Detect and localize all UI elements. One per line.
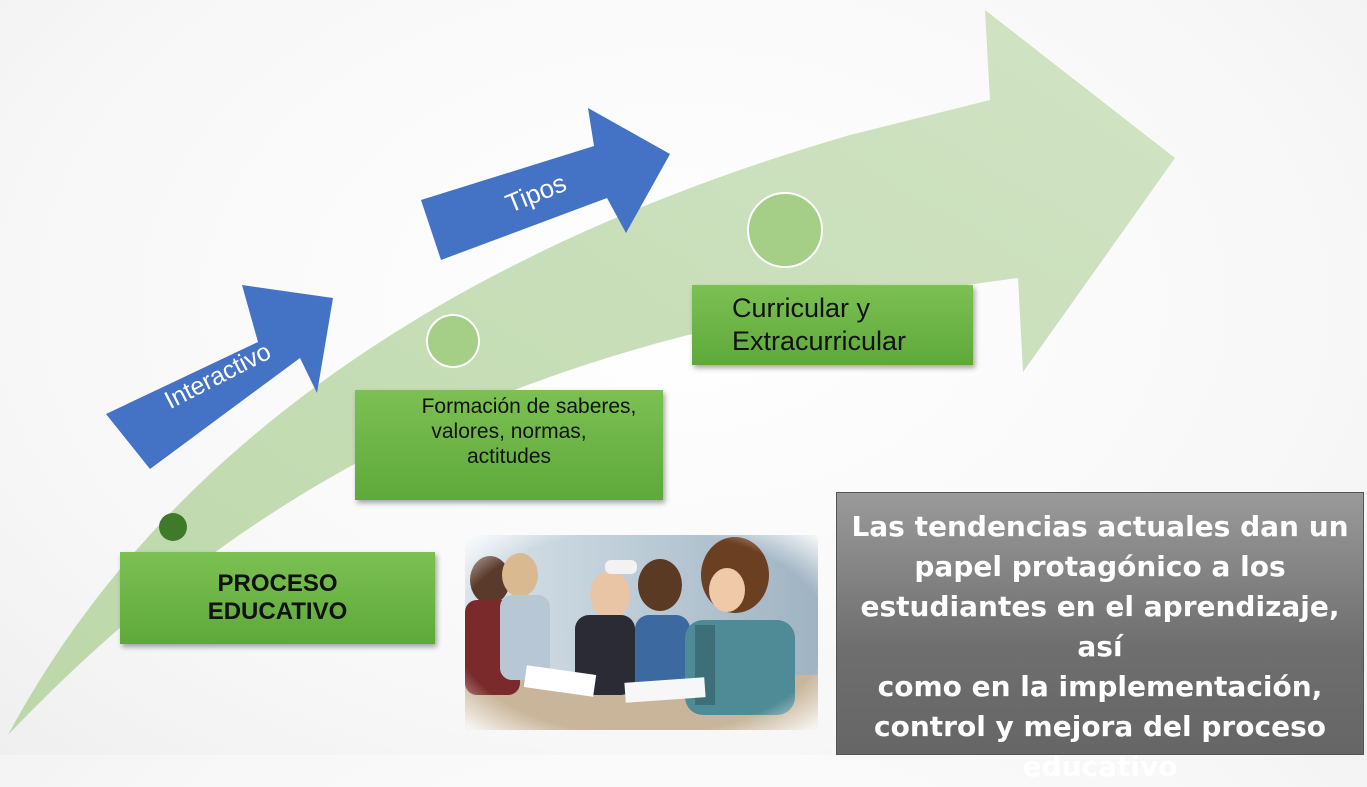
curricular-line1: Curricular y bbox=[732, 293, 871, 323]
callout-line6: educativo bbox=[1022, 750, 1178, 783]
dot-formacion bbox=[426, 314, 480, 368]
formacion-line3: actitudes bbox=[466, 444, 552, 468]
curricular-box: Curricular y Extracurricular bbox=[692, 285, 973, 365]
callout-line5: control y mejora del proceso bbox=[874, 710, 1326, 743]
callout-line1: Las tendencias actuales dan un bbox=[851, 510, 1349, 543]
tipos-arrow bbox=[421, 108, 670, 260]
dot-proceso bbox=[159, 513, 187, 541]
formacion-line2: valores, normas, bbox=[431, 419, 587, 443]
callout-line4: como en la implementación, bbox=[877, 670, 1323, 703]
curricular-line2: Extracurricular bbox=[732, 326, 907, 356]
proceso-educativo-box: PROCESO EDUCATIVO bbox=[120, 552, 435, 644]
formacion-box: Formación de saberes, valores, normas, a… bbox=[355, 390, 663, 500]
callout-box: Las tendencias actuales dan un papel pro… bbox=[836, 492, 1364, 783]
formacion-line1: Formación de saberes, bbox=[421, 394, 637, 418]
callout-line3: estudiantes en el aprendizaje, así bbox=[860, 590, 1340, 663]
students-photo bbox=[465, 535, 818, 730]
dot-curricular bbox=[747, 192, 823, 268]
interactivo-arrow bbox=[106, 285, 333, 469]
proceso-line1: PROCESO bbox=[217, 570, 338, 597]
growth-arrow bbox=[8, 10, 1175, 735]
callout-line2: papel protagónico a los bbox=[914, 550, 1286, 583]
proceso-line2: EDUCATIVO bbox=[207, 598, 348, 625]
